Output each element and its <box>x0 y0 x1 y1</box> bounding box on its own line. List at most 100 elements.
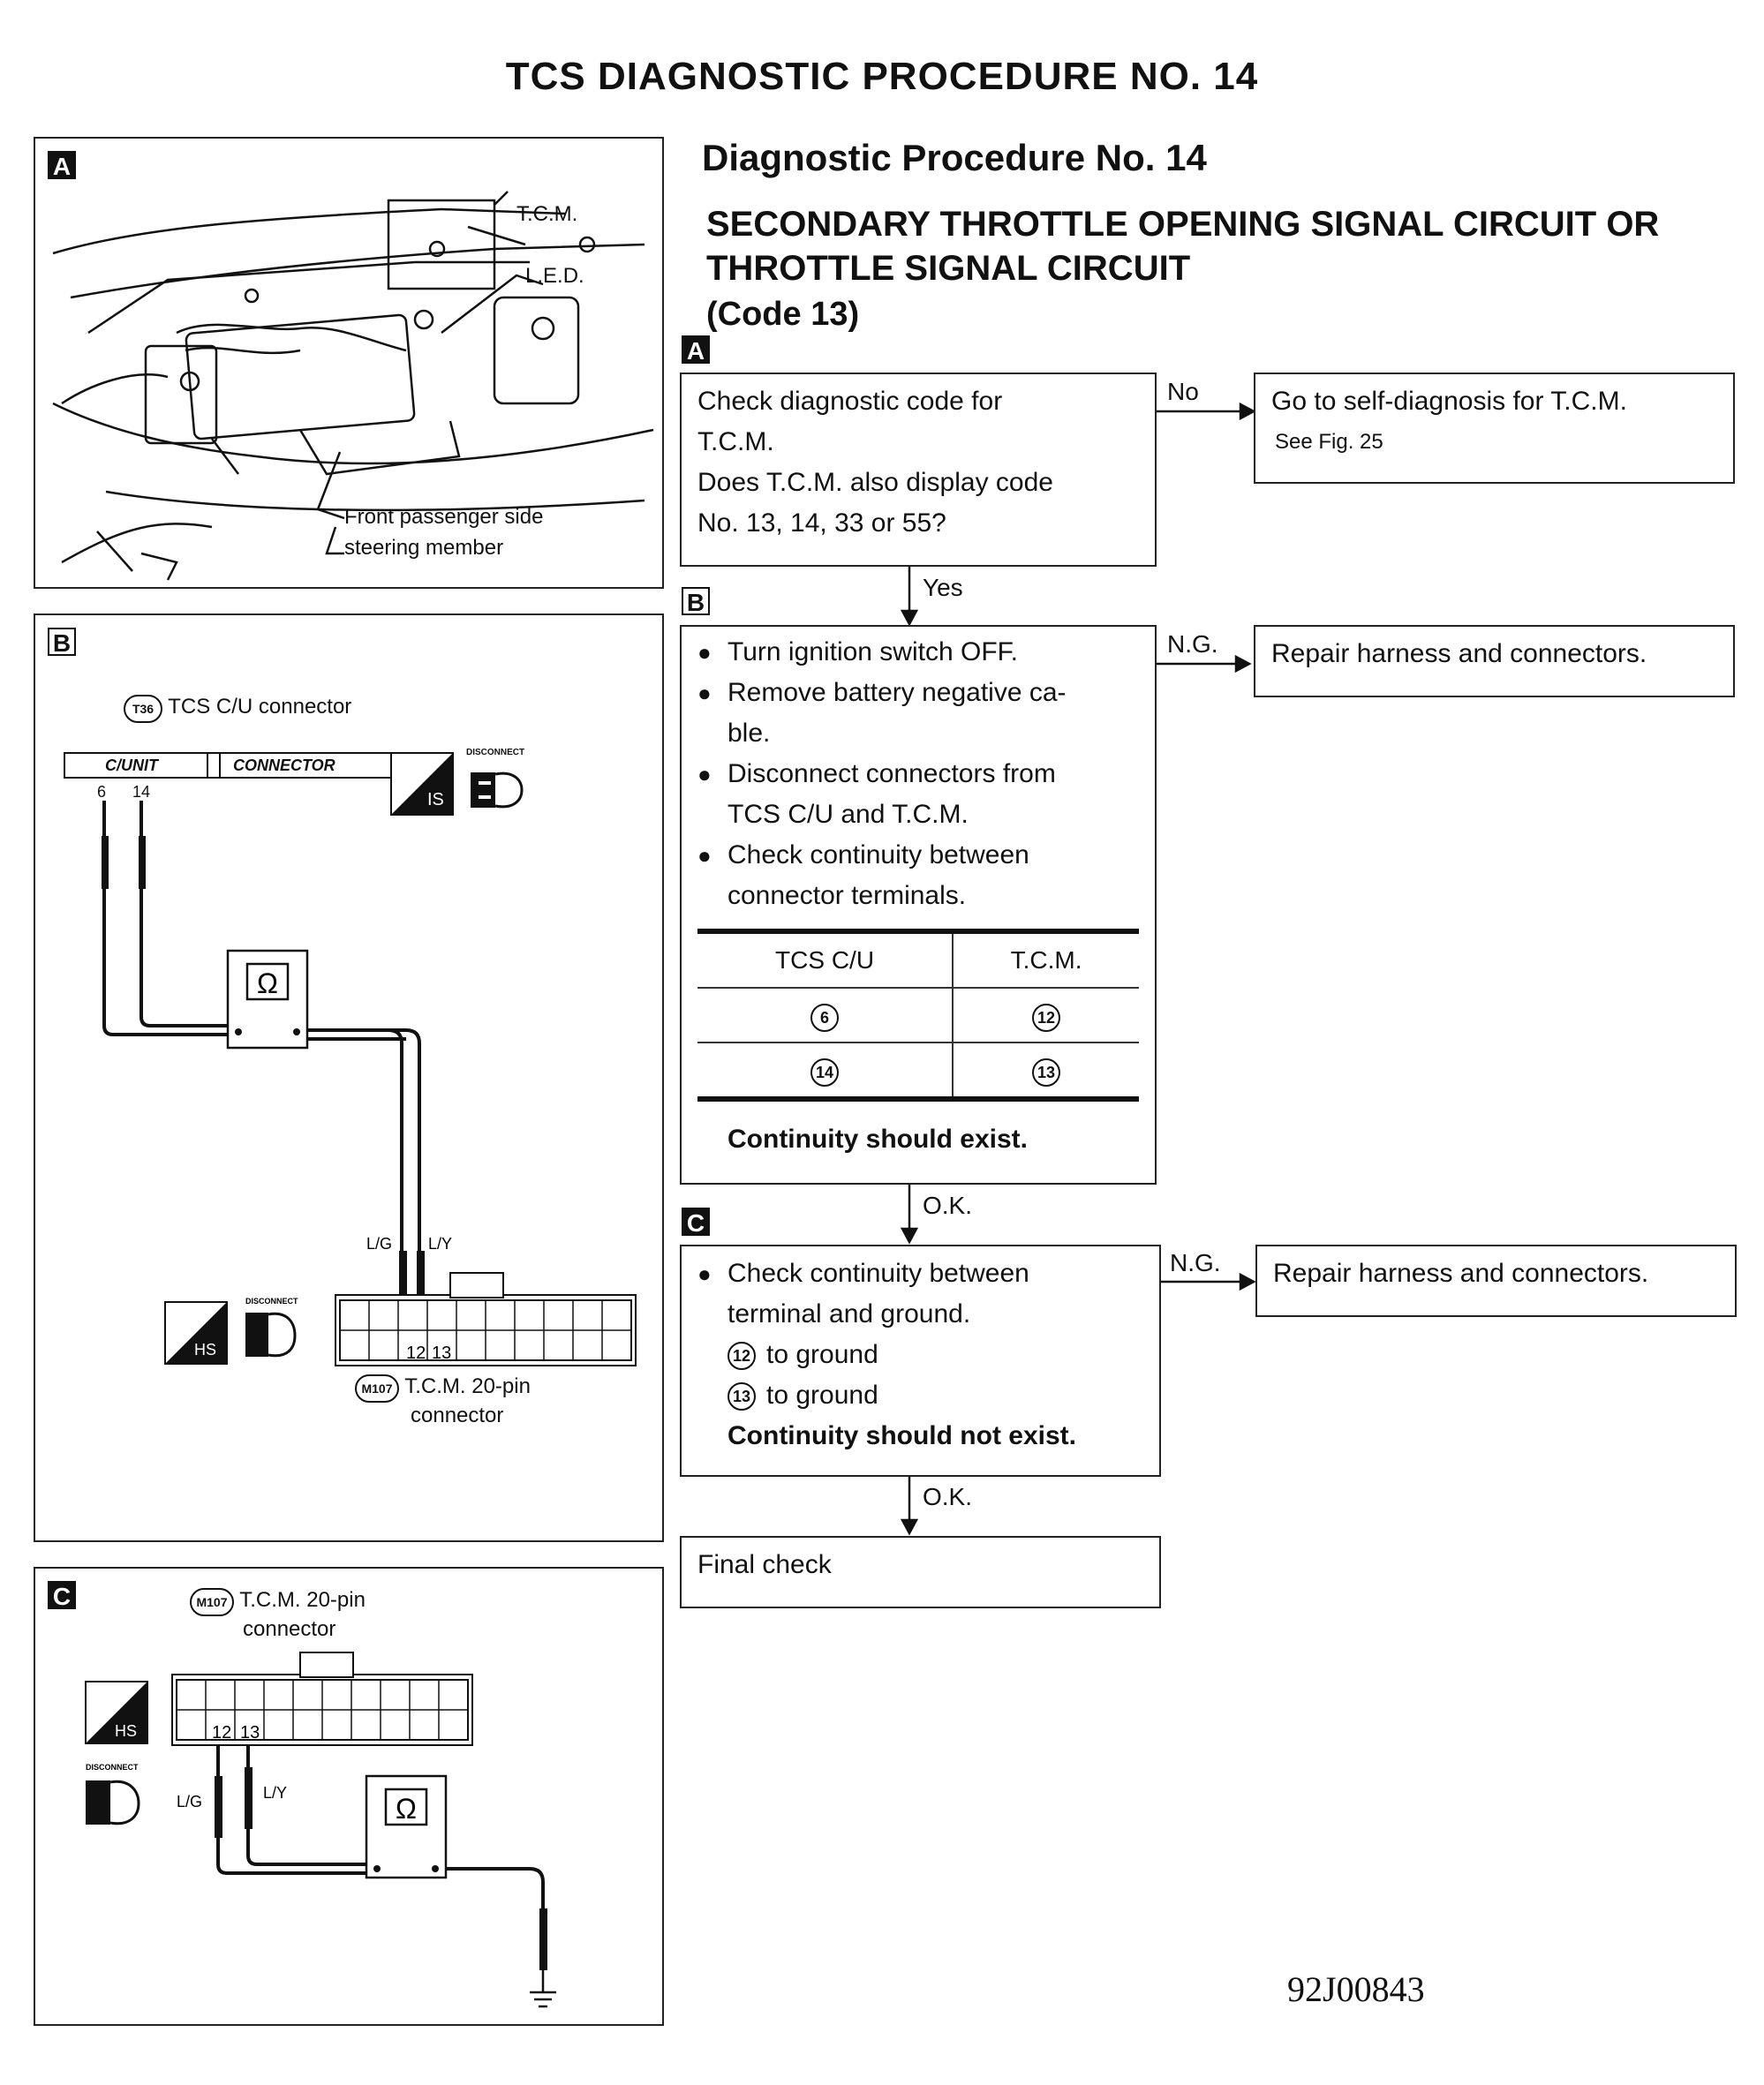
cunit-text: C/UNIT <box>105 756 158 774</box>
procedure-subheading-1: SECONDARY THROTTLE OPENING SIGNAL CIRCUI… <box>706 205 1660 244</box>
disconnect-connector-icon <box>471 772 524 809</box>
step-c-ng-label: N.G. <box>1170 1249 1221 1276</box>
step-a-no-label: No <box>1167 378 1199 405</box>
step-b-bullet-4b: connector terminals. <box>727 881 967 910</box>
wire-ly-b: L/Y <box>428 1235 452 1253</box>
figure-c-wiring: 12 13 HS DISCONNECT L/G L/Y Ω <box>85 1652 556 2008</box>
led-callout: L.E.D. <box>525 264 584 288</box>
procedure-heading: Diagnostic Procedure No. 14 <box>702 137 1207 178</box>
procedure-subheading-2: THROTTLE SIGNAL CIRCUIT <box>706 249 1191 288</box>
tcm-pin-13-c: 13 <box>240 1723 260 1743</box>
disconnect-label-c: DISCONNECT <box>86 1763 139 1772</box>
step-a-letter: A <box>682 335 710 365</box>
connector-divider <box>207 754 221 777</box>
repair-text-2: Repair harness and connectors. <box>1273 1259 1649 1288</box>
tcs-cu-connector-bar: C/UNIT CONNECTOR <box>64 752 399 779</box>
is-badge-icon: IS <box>390 752 454 816</box>
self-diagnosis-line-1: Go to self-diagnosis for T.C.M. <box>1271 387 1627 416</box>
connector-code-badge: T36 <box>124 695 162 723</box>
terminal-12: 12 <box>1032 1004 1061 1032</box>
step-b-bullet-4: ●Check continuity between <box>697 840 1029 869</box>
step-b-bullet-2b: ble. <box>727 719 771 748</box>
terminal-6: 6 <box>810 1004 840 1032</box>
figure-b-wiring: Ω 12 13 L/G L/Y HS DISCONNECT <box>102 801 637 1366</box>
front-passenger-callout: Front passenger side <box>344 505 544 529</box>
steering-member-callout: steering member <box>344 536 504 560</box>
tcm-code-badge-b: M107 <box>355 1374 399 1403</box>
self-diagnosis-line-2: See Fig. 25 <box>1275 430 1383 454</box>
procedure-code: (Code 13) <box>706 296 860 333</box>
figure-a-letter: A <box>48 151 76 180</box>
step-c-ok-label: O.K. <box>923 1483 973 1510</box>
self-diagnosis-box: Go to self-diagnosis for T.C.M. See Fig.… <box>1254 373 1735 484</box>
step-a-line-1: Check diagnostic code for <box>697 387 1003 416</box>
figure-a-illustration <box>52 191 654 581</box>
wire-lg-c: L/G <box>177 1793 202 1810</box>
tcm-pin-12-b: 12 <box>406 1344 426 1363</box>
step-b-result: Continuity should exist. <box>727 1125 1029 1154</box>
figure-code: 92J00843 <box>1287 1969 1425 2009</box>
step-a-line-2: T.C.M. <box>697 427 774 456</box>
step-a-line-3: Does T.C.M. also display code <box>697 468 1053 497</box>
step-c-terminal-12: 12 <box>727 1342 756 1370</box>
step-c-bullet-1: ●Check continuity between <box>697 1259 1029 1288</box>
tcm-callout: T.C.M. <box>516 202 578 226</box>
figure-b-panel: B T36 TCS C/U connector C/UNIT CONNECTOR… <box>34 613 664 1542</box>
step-b-letter: B <box>682 587 710 616</box>
step-b-bullet-3b: TCS C/U and T.C.M. <box>727 800 969 829</box>
terminal-14: 14 <box>810 1058 840 1087</box>
table-row: 14 13 <box>697 1042 1139 1102</box>
step-b-box: ●Turn ignition switch OFF. ●Remove batte… <box>680 625 1157 1185</box>
table-row: 6 12 <box>697 988 1139 1043</box>
terminal-13: 13 <box>1032 1058 1061 1087</box>
ohmmeter-symbol-b: Ω <box>257 967 278 999</box>
hs-badge-text-b: HS <box>194 1341 216 1359</box>
pin-14-label: 14 <box>132 783 151 801</box>
step-c-box: ●Check continuity between terminal and g… <box>680 1245 1161 1477</box>
ohmmeter-symbol-c: Ω <box>396 1793 417 1825</box>
repair-box-1: Repair harness and connectors. <box>1254 625 1735 697</box>
is-badge-text: IS <box>427 790 444 809</box>
table-header-tcm: T.C.M. <box>953 929 1139 989</box>
continuity-table: TCS C/U T.C.M. 6 12 14 13 <box>697 929 1139 1102</box>
tcm-20pin-text-c: T.C.M. 20-pin <box>239 1588 366 1612</box>
step-b-ng-label: N.G. <box>1167 630 1218 658</box>
page-title: TCS DIAGNOSTIC PROCEDURE NO. 14 <box>505 55 1259 98</box>
tcm-connector-text-c: connector <box>243 1617 336 1641</box>
step-c-bullet-1b: terminal and ground. <box>727 1299 971 1329</box>
step-a-line-4: No. 13, 14, 33 or 55? <box>697 508 946 538</box>
figure-c-letter: C <box>48 1581 76 1610</box>
figure-b-letter: B <box>48 628 76 657</box>
wire-ly-c: L/Y <box>263 1784 287 1802</box>
table-row: TCS C/U T.C.M. <box>697 929 1139 989</box>
ignition-switch-badge: IS <box>390 752 454 816</box>
step-b-bullet-2: ●Remove battery negative ca- <box>697 678 1067 707</box>
step-b-ok-label: O.K. <box>923 1192 973 1219</box>
tcm-20pin-text-b: T.C.M. 20-pin <box>404 1374 531 1398</box>
step-a-yes-label: Yes <box>923 574 963 601</box>
final-check-text: Final check <box>697 1550 832 1579</box>
pin-6-label: 6 <box>97 783 107 801</box>
step-b-bullet-1: ●Turn ignition switch OFF. <box>697 637 1018 666</box>
tcm-connector-label-b: M107 T.C.M. 20-pin <box>355 1374 531 1403</box>
connector-text: CONNECTOR <box>233 756 335 774</box>
final-check-box: Final check <box>680 1536 1161 1608</box>
table-header-tcs: TCS C/U <box>697 929 954 989</box>
tcm-connector-text-b: connector <box>411 1404 504 1427</box>
step-a-box: Check diagnostic code for T.C.M. Does T.… <box>680 373 1157 567</box>
tcs-cu-connector-text: TCS C/U connector <box>168 695 352 719</box>
tcs-cu-connector-label: T36 TCS C/U connector <box>124 695 351 723</box>
step-c-terminal-13: 13 <box>727 1382 756 1411</box>
figure-c-panel: C M107 T.C.M. 20-pin connector 12 13 HS … <box>34 1567 664 2026</box>
hs-badge-text-c: HS <box>115 1722 137 1740</box>
step-c-letter: C <box>682 1208 710 1237</box>
tcm-code-badge-c: M107 <box>190 1588 234 1616</box>
figure-a-panel: A <box>34 137 664 589</box>
repair-text-1: Repair harness and connectors. <box>1271 639 1647 668</box>
wire-lg-b: L/G <box>366 1235 392 1253</box>
step-b-bullet-3: ●Disconnect connectors from <box>697 759 1056 788</box>
tcm-pin-12-c: 12 <box>212 1723 231 1743</box>
